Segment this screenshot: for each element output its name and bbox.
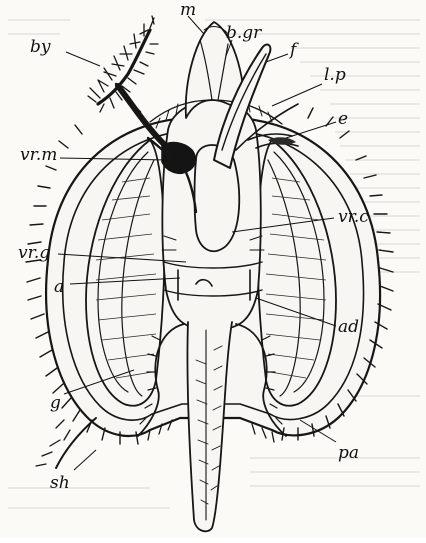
- label-pa: pa: [338, 443, 359, 463]
- label-sh: sh: [50, 473, 70, 493]
- label-m: m: [180, 0, 196, 20]
- label-vrc: vr.c: [338, 207, 369, 227]
- label-vrm: vr.m: [20, 145, 57, 165]
- foot: [187, 322, 232, 531]
- label-e: e: [338, 109, 348, 129]
- label-f: f: [288, 40, 299, 60]
- label-g: g: [50, 393, 61, 413]
- label-lp: l.p: [324, 65, 346, 85]
- label-vrg: vr.g: [18, 243, 50, 263]
- label-bgr: b.gr: [226, 23, 262, 43]
- visceral-mass: [162, 100, 264, 330]
- label-by: by: [30, 37, 51, 57]
- label-a: a: [54, 277, 64, 297]
- label-ad: ad: [338, 317, 359, 337]
